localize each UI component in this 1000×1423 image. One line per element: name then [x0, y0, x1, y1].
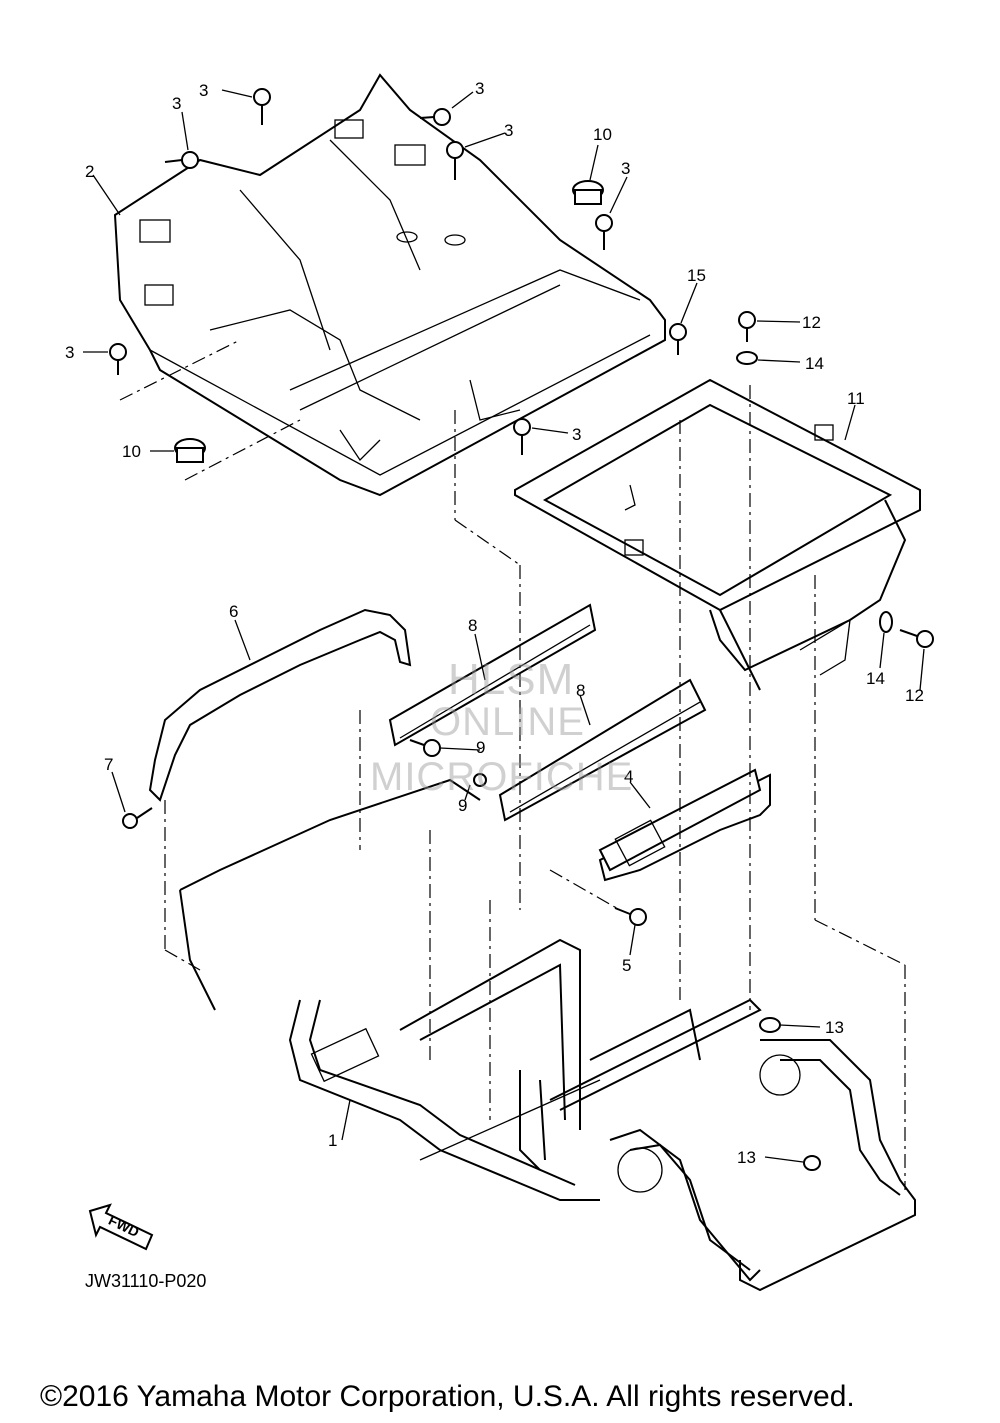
bolt-icon [446, 141, 464, 180]
subframe [514, 378, 921, 691]
callout-3: 3 [172, 94, 182, 113]
callout-6: 6 [229, 602, 239, 621]
bolt-icon [419, 108, 451, 126]
nut-icon [759, 1017, 781, 1033]
callout-5: 5 [622, 956, 632, 975]
callout-12: 12 [905, 686, 924, 705]
callout-3: 3 [621, 159, 631, 178]
bolt-icon [253, 88, 271, 125]
callout-3: 3 [475, 79, 485, 98]
callout-14: 14 [805, 354, 824, 373]
washer-icon [879, 611, 893, 633]
grommet-icon [174, 438, 206, 463]
callout-13: 13 [737, 1148, 756, 1167]
floor-panel [113, 73, 666, 497]
callout-8: 8 [468, 616, 478, 635]
bolt-icon [109, 343, 127, 375]
bolt-icon [595, 214, 613, 250]
forward-arrow-icon [88, 1203, 154, 1251]
fasteners [109, 88, 934, 1171]
callout-2: 2 [85, 162, 95, 181]
nut-icon [803, 1155, 821, 1171]
callout-1: 1 [328, 1131, 338, 1150]
bolt-icon [614, 907, 647, 926]
nut-icon [473, 773, 487, 787]
grommet-icon [572, 180, 604, 205]
callout-3: 3 [572, 425, 582, 444]
callout-8: 8 [576, 681, 586, 700]
copyright-notice: ©2016 Yamaha Motor Corporation, U.S.A. A… [40, 1380, 855, 1413]
callout-4: 4 [624, 767, 634, 786]
watermark-line-2: ONLINE [430, 700, 585, 744]
assembly-lines [119, 339, 906, 1190]
side-rails [388, 603, 707, 822]
callout-14: 14 [866, 669, 885, 688]
callout-7: 7 [104, 755, 114, 774]
callout-3: 3 [199, 81, 209, 100]
front-cross-member [148, 608, 412, 802]
watermark-line-1: HLSM [448, 655, 575, 704]
bolt-icon [899, 629, 934, 648]
main-frame [179, 778, 916, 1292]
callout-11: 11 [847, 389, 865, 408]
callout-13: 13 [825, 1018, 844, 1037]
callout-15: 15 [687, 266, 706, 285]
callout-10: 10 [593, 125, 612, 144]
bolt-icon [164, 151, 199, 169]
callout-leaders [83, 89, 925, 1163]
watermark-line-3: MICROFICHE [370, 755, 634, 799]
bolt-icon [669, 323, 687, 355]
callout-9: 9 [458, 796, 468, 815]
callout-3: 3 [65, 343, 75, 362]
bolt-icon [738, 311, 756, 342]
callout-10: 10 [122, 442, 141, 461]
bolt-icon [513, 418, 531, 455]
callout-3: 3 [504, 121, 514, 140]
callout-9: 9 [476, 738, 486, 757]
callout-12: 12 [802, 313, 821, 332]
bolt-icon [122, 807, 153, 829]
bolt-icon [409, 739, 441, 757]
diagram-part-code: JW31110-P020 [85, 1271, 207, 1291]
washer-icon [736, 351, 758, 365]
